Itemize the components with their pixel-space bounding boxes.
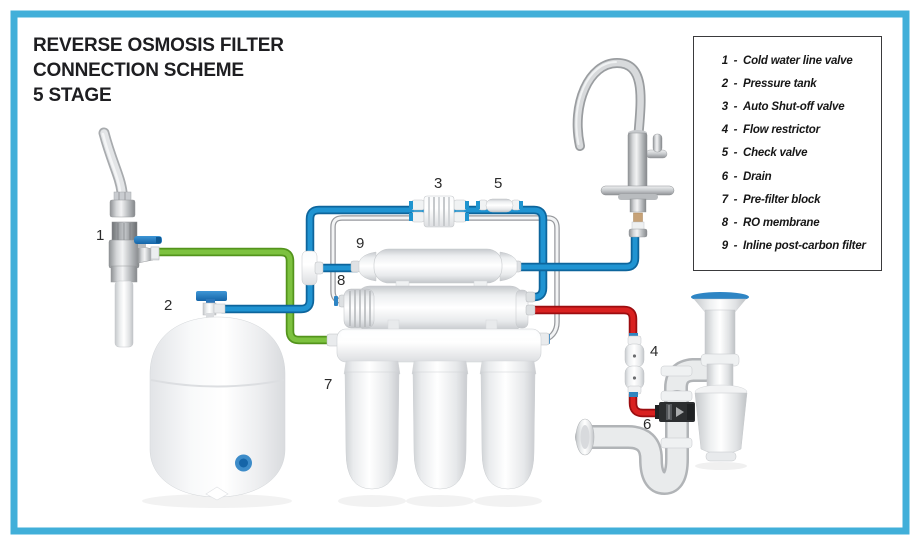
- legend-number: 6: [721, 170, 728, 183]
- faucet-handle-knob: [652, 133, 663, 153]
- legend-separator: -: [733, 216, 738, 229]
- title-line-1: REVERSE OSMOSIS FILTER: [33, 35, 284, 56]
- drain-pipe-red: [527, 305, 667, 418]
- tube-clip: [334, 296, 338, 306]
- legend-item-2: 2 - Pressure tank: [694, 72, 881, 95]
- title-line-2: CONNECTION SCHEME: [33, 60, 244, 81]
- legend-separator: -: [733, 77, 738, 90]
- legend-number: 2: [721, 77, 728, 90]
- legend-item-8: 8 - RO membrane: [694, 211, 881, 234]
- callout-7: 7: [324, 376, 333, 393]
- legend-separator: -: [733, 124, 738, 137]
- legend-number: 8: [721, 216, 728, 229]
- legend-separator: -: [733, 100, 738, 113]
- legend-item-4: 4 - Flow restrictor: [694, 119, 881, 142]
- callout-6: 6: [643, 416, 652, 433]
- legend-label: Cold water line valve: [743, 54, 853, 67]
- legend-number: 4: [721, 124, 728, 137]
- legend-separator: -: [733, 54, 738, 67]
- callout-9: 9: [356, 235, 365, 252]
- legend-label: Check valve: [743, 147, 808, 160]
- pressure-tank: [142, 291, 292, 508]
- bottle-trap-body: [694, 392, 748, 455]
- legend-label: Pressure tank: [743, 77, 817, 90]
- legend-item-1: 1 - Cold water line valve: [694, 49, 881, 72]
- legend-number: 1: [721, 54, 728, 67]
- title-line-3: 5 STAGE: [33, 85, 112, 106]
- legend-label: Auto Shut-off valve: [743, 100, 845, 113]
- callout-5: 5: [494, 175, 503, 192]
- callout-2: 2: [164, 297, 173, 314]
- legend-separator: -: [733, 147, 738, 160]
- legend-item-7: 7 - Pre-filter block: [694, 188, 881, 211]
- legend-label: Drain: [743, 170, 772, 183]
- drain-clamp: [655, 402, 695, 422]
- feed-pipe-green: [151, 247, 337, 345]
- faucet-pipe-blue: [512, 230, 640, 272]
- legend-label: Pre-filter block: [743, 193, 821, 206]
- faucet: [572, 57, 675, 238]
- legend-item-3: 3 - Auto Shut-off valve: [694, 95, 881, 118]
- check-valve: [476, 198, 523, 213]
- callout-3: 3: [434, 175, 443, 192]
- legend-separator: -: [733, 170, 738, 183]
- legend-item-9: 9 - Inline post-carbon filter: [694, 235, 881, 258]
- legend-label: RO membrane: [743, 216, 820, 229]
- sink-trap: [575, 292, 749, 496]
- tank-valve-handle: [196, 291, 227, 301]
- legend-label: Inline post-carbon filter: [743, 240, 866, 253]
- legend-separator: -: [733, 240, 738, 253]
- faucet-body: [627, 132, 648, 191]
- legend-box: 1 - Cold water line valve 2 - Pressure t…: [693, 36, 882, 271]
- callout-4: 4: [650, 343, 659, 360]
- legend-item-5: 5 - Check valve: [694, 142, 881, 165]
- legend-item-6: 6 - Drain: [694, 165, 881, 188]
- callout-8: 8: [337, 272, 346, 289]
- legend-number: 5: [721, 147, 728, 160]
- tee-fitting: [301, 250, 324, 286]
- legend-number: 3: [721, 100, 728, 113]
- auto-shutoff-valve: [409, 195, 469, 228]
- legend-number: 9: [721, 240, 728, 253]
- pre-filter-block: [326, 328, 550, 507]
- ro-membrane: [338, 285, 536, 333]
- membrane-feed-tubing-grey: [330, 215, 560, 344]
- page-title: REVERSE OSMOSIS FILTER CONNECTION SCHEME…: [33, 33, 284, 108]
- legend-label: Flow restrictor: [743, 124, 820, 137]
- cold-water-line-valve: [98, 127, 162, 348]
- legend-separator: -: [733, 193, 738, 206]
- faucet-base: [600, 185, 675, 196]
- green-line-connector: [150, 246, 160, 260]
- callout-1: 1: [96, 227, 105, 244]
- flow-restrictor: [624, 333, 645, 397]
- legend-number: 7: [721, 193, 728, 206]
